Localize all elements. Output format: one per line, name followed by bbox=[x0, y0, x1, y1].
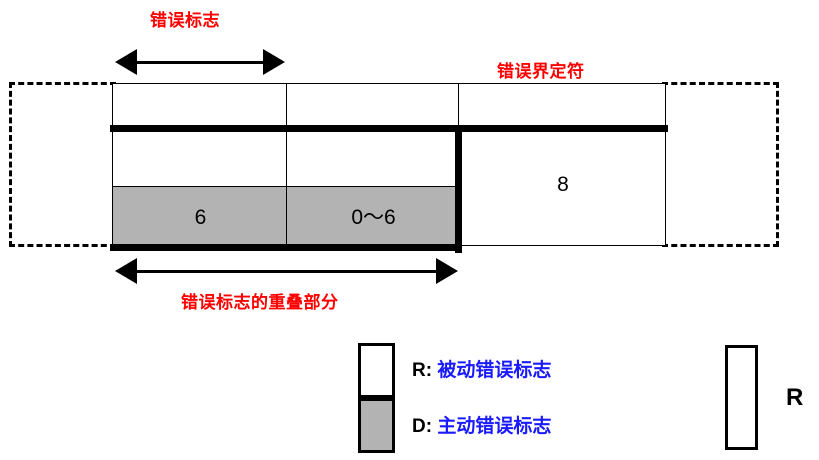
recessive-sample-label: R bbox=[786, 384, 804, 411]
arrow-right-head-icon bbox=[263, 49, 285, 75]
label-error-flag-overlap: 错误标志的重叠部分 bbox=[181, 293, 339, 312]
frame-cell-value-active-error-flag: 6 bbox=[194, 206, 207, 229]
frame-cell-passive-error-flag: 0～6 bbox=[286, 186, 459, 246]
dashed-box-right-bus-idle bbox=[662, 82, 779, 247]
dashed-box-left-bus-idle bbox=[9, 82, 116, 247]
arrow-left-head-icon bbox=[115, 258, 137, 284]
arrow-shaft bbox=[137, 269, 436, 273]
recessive-sample-box bbox=[725, 345, 758, 450]
legend-swatch-dominant bbox=[358, 398, 395, 453]
frame-cell-top-right bbox=[458, 83, 666, 128]
legend-swatch-recessive bbox=[358, 343, 395, 398]
separator-heavy-vertical bbox=[455, 125, 462, 253]
label-error-flag: 错误标志 bbox=[150, 11, 220, 30]
separator-heavy-horizontal bbox=[110, 125, 668, 132]
arrow-error-flag-span bbox=[115, 49, 285, 75]
label-error-delimiter: 错误界定符 bbox=[497, 62, 585, 81]
legend-key-recessive: R: bbox=[412, 360, 433, 381]
arrow-error-flag-overlap-span bbox=[115, 258, 458, 284]
legend-item-recessive: R: 被动错误标志 bbox=[412, 361, 551, 380]
legend-item-dominant: D: 主动错误标志 bbox=[412, 417, 551, 436]
arrow-right-head-icon bbox=[436, 258, 458, 284]
arrow-shaft bbox=[137, 60, 263, 64]
frame-cell-top-left bbox=[112, 83, 287, 128]
frame-cell-bottom-middle-recessive bbox=[286, 131, 459, 187]
frame-cell-value-passive-error-flag: 0～6 bbox=[351, 206, 396, 229]
frame-cell-error-delimiter: 8 bbox=[458, 131, 666, 246]
arrow-left-head-icon bbox=[115, 49, 137, 75]
frame-cell-bottom-left-recessive bbox=[112, 131, 287, 187]
legend-key-dominant: D: bbox=[412, 416, 433, 437]
frame-cell-top-middle bbox=[286, 83, 459, 128]
frame-cell-active-error-flag: 6 bbox=[112, 186, 287, 246]
legend-desc-dominant: 主动错误标志 bbox=[437, 416, 552, 437]
separator-heavy-bottom bbox=[110, 244, 460, 251]
frame-cell-value-error-delimiter: 8 bbox=[557, 173, 569, 196]
legend-desc-recessive: 被动错误标志 bbox=[437, 360, 552, 381]
